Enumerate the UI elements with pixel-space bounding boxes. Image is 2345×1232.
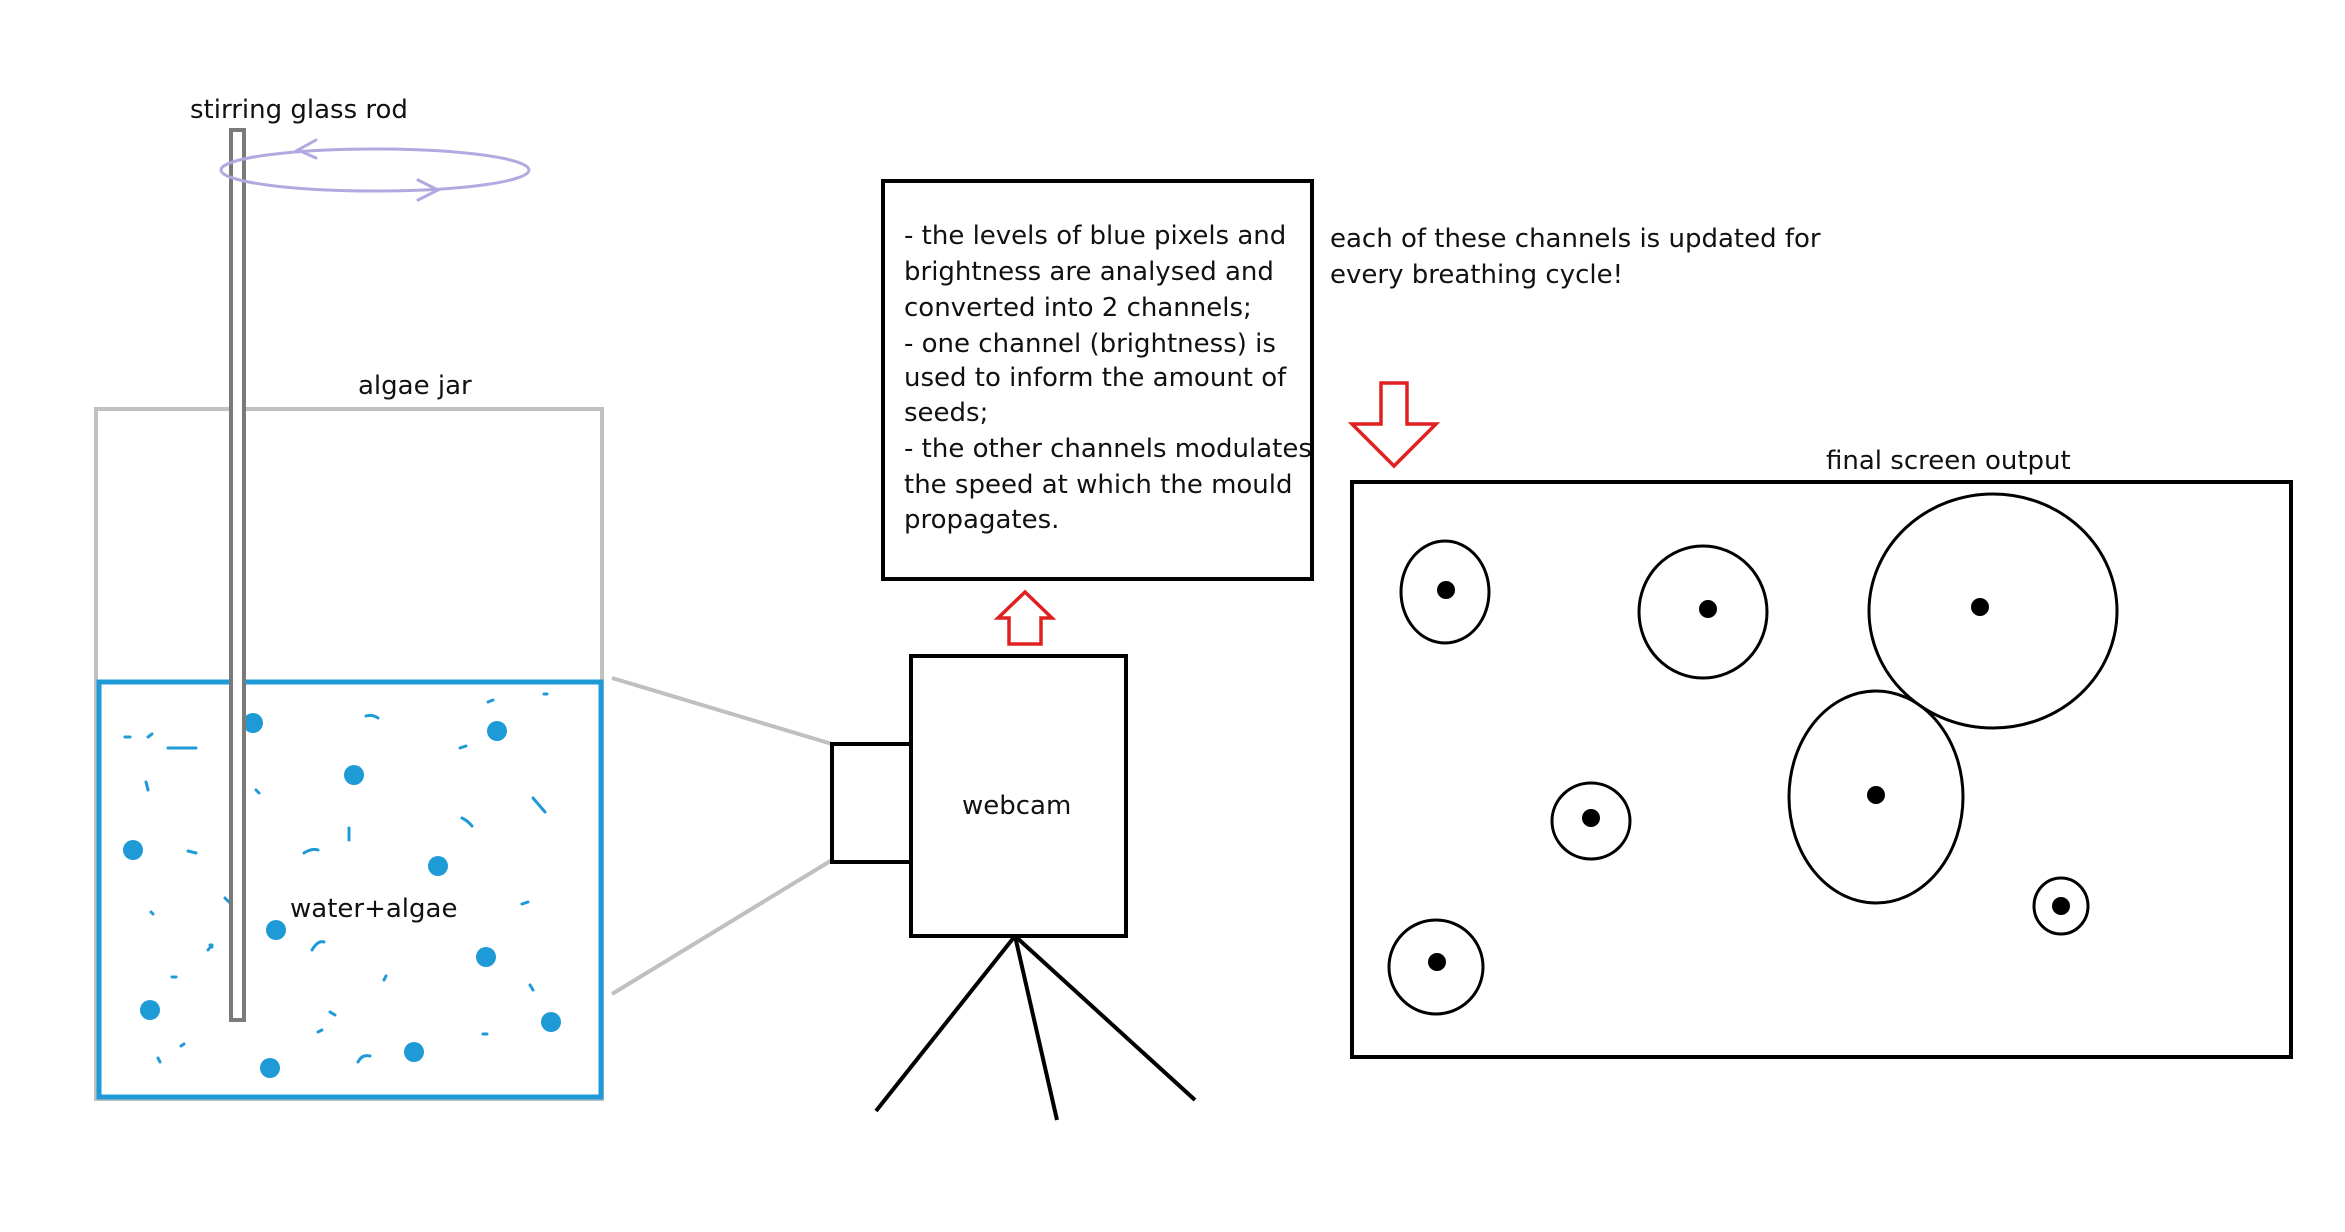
algae-strand bbox=[179, 1042, 186, 1048]
algae-strand bbox=[382, 974, 388, 982]
mould-ring bbox=[1550, 781, 1632, 861]
tripod-leg-right bbox=[1013, 934, 1197, 1102]
jar-outline bbox=[94, 407, 604, 1101]
mould-colonies bbox=[1387, 492, 2119, 1016]
tripod-leg-center bbox=[1013, 935, 1059, 1121]
algae-dot bbox=[123, 840, 143, 860]
process-line: seeds; bbox=[904, 398, 988, 428]
algae-dot bbox=[344, 765, 364, 785]
up-arrow-icon bbox=[993, 589, 1057, 646]
seed-dot bbox=[1437, 581, 1455, 599]
process-line: the speed at which the mould bbox=[904, 470, 1293, 500]
algae-strand bbox=[149, 910, 155, 916]
mould-ring bbox=[1387, 918, 1485, 1016]
process-line: - the other channels modulates bbox=[904, 434, 1312, 464]
screen-output: final screen output bbox=[1350, 446, 2293, 1059]
algae-dot bbox=[140, 1000, 160, 1020]
view-lines bbox=[610, 676, 834, 996]
rotation-arrow-icon bbox=[219, 138, 531, 202]
algae-strand bbox=[144, 780, 150, 792]
process-line: used to inform the amount of bbox=[904, 363, 1287, 393]
glass-rod bbox=[229, 128, 246, 1022]
process-box-frame bbox=[881, 179, 1314, 581]
algae-dot bbox=[404, 1042, 424, 1062]
algae-strand bbox=[528, 983, 535, 992]
algae-strand bbox=[531, 796, 547, 814]
seed-dot bbox=[1428, 953, 1446, 971]
process-line: - the levels of blue pixels and bbox=[904, 221, 1286, 251]
mould-ring bbox=[1637, 544, 1769, 680]
note-line: every breathing cycle! bbox=[1330, 260, 1623, 290]
screen-frame bbox=[1350, 480, 2293, 1059]
algae-dot bbox=[541, 1012, 561, 1032]
mould-seeds bbox=[1428, 581, 2070, 971]
seed-dot bbox=[2052, 897, 2070, 915]
mould-ring bbox=[1787, 689, 1965, 905]
view-line-bottom bbox=[610, 858, 834, 996]
algae-strand bbox=[364, 713, 380, 720]
view-line-top bbox=[611, 676, 833, 746]
algae-strand bbox=[208, 943, 214, 949]
water-body bbox=[96, 679, 604, 1100]
process-line: propagates. bbox=[904, 505, 1059, 535]
algae-strand bbox=[146, 732, 154, 739]
webcam-body bbox=[909, 654, 1128, 938]
algae-strands bbox=[123, 692, 549, 1064]
algae-strand bbox=[460, 816, 474, 828]
webcam-label: webcam bbox=[962, 791, 1071, 821]
algae-particles bbox=[123, 713, 561, 1078]
algae-strand bbox=[254, 788, 261, 795]
algae-dot bbox=[243, 713, 263, 733]
algae-dot bbox=[428, 856, 448, 876]
seed-dot bbox=[1971, 598, 1989, 616]
algae-jar: algae jar water+algae bbox=[94, 371, 604, 1101]
mould-ring bbox=[2032, 876, 2090, 936]
tripod-leg-left bbox=[874, 934, 1017, 1113]
algae-dot bbox=[260, 1058, 280, 1078]
down-arrow-icon bbox=[1347, 381, 1441, 469]
jar-label: algae jar bbox=[358, 371, 472, 401]
algae-strand bbox=[328, 1010, 337, 1017]
algae-strand bbox=[156, 1056, 162, 1064]
water-label: water+algae bbox=[290, 894, 457, 924]
algae-strand bbox=[186, 849, 198, 855]
process-line: converted into 2 channels; bbox=[904, 293, 1252, 323]
rod-label: stirring glass rod bbox=[190, 95, 408, 125]
algae-strand bbox=[302, 847, 320, 855]
seed-dot bbox=[1867, 786, 1885, 804]
algae-strand bbox=[520, 900, 530, 906]
algae-strand bbox=[310, 940, 326, 952]
seed-dot bbox=[1699, 600, 1717, 618]
algae-strand bbox=[486, 698, 495, 704]
stirring-rod: stirring glass rod bbox=[190, 95, 408, 1022]
algae-dot bbox=[476, 947, 496, 967]
note-line: each of these channels is updated for bbox=[1330, 224, 1821, 254]
algae-strand bbox=[458, 744, 468, 750]
mould-ring bbox=[1867, 492, 2119, 730]
algae-dot bbox=[266, 920, 286, 940]
algae-strand bbox=[316, 1028, 324, 1034]
mould-ring bbox=[1399, 539, 1491, 645]
rotation-arrowhead-bottom bbox=[416, 178, 442, 202]
screen-label: final screen output bbox=[1826, 446, 2071, 476]
process-box: - the levels of blue pixels and brightne… bbox=[881, 179, 1314, 581]
process-line: brightness are analysed and bbox=[904, 257, 1274, 287]
rotation-arrowhead-top bbox=[294, 138, 318, 160]
rotation-ellipse bbox=[219, 147, 531, 193]
algae-dot bbox=[487, 721, 507, 741]
webcam-lens bbox=[830, 742, 914, 864]
process-line: - one channel (brightness) is bbox=[904, 329, 1276, 359]
algae-strand bbox=[356, 1054, 372, 1064]
seed-dot bbox=[1582, 809, 1600, 827]
update-note: each of these channels is updated for ev… bbox=[1330, 224, 1821, 290]
webcam bbox=[830, 654, 1197, 1121]
